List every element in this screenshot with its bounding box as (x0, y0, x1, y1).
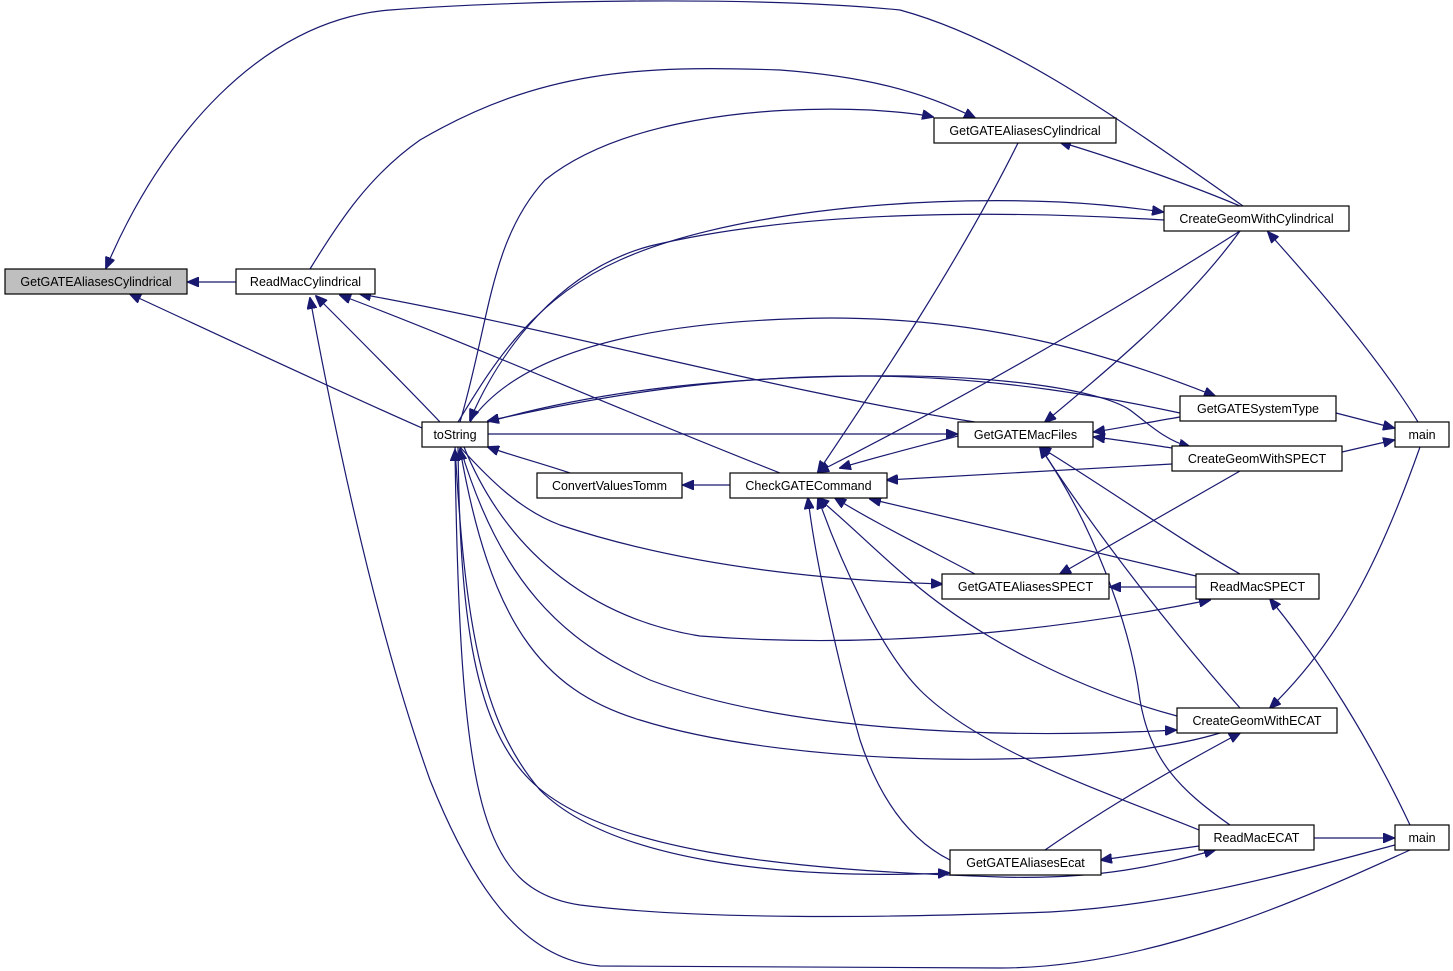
node-label: CreateGeomWithCylindrical (1179, 212, 1333, 226)
edge-n14-n6 (1040, 447, 1231, 826)
edge-n12-n6 (1040, 447, 1241, 575)
edge-n13-n9 (818, 498, 1178, 717)
node-n9[interactable]: CheckGATECommand (729, 472, 888, 499)
node-box (1394, 421, 1450, 448)
edge-n2-n7 (487, 375, 1190, 447)
node-box (1394, 824, 1450, 851)
edge-n15-n2 (455, 450, 1396, 918)
node-n0[interactable]: GetGATEAliasesCylindrical (4, 268, 188, 295)
node-label: GetGATEAliasesSPECT (958, 580, 1094, 594)
node-n1[interactable]: ReadMacCylindrical (235, 268, 376, 295)
node-box (1171, 445, 1343, 472)
node-n12[interactable]: ReadMacSPECT (1195, 573, 1320, 600)
node-n15[interactable]: main (1394, 824, 1450, 851)
edge-n2-n0 (130, 294, 423, 429)
edge-n14-n16 (1101, 845, 1200, 860)
edge-n2-n1 (316, 296, 441, 423)
edge-n2-n16 (454, 446, 949, 874)
node-label: GetGATEAliasesCylindrical (20, 275, 171, 289)
edge-n4-n0 (106, 0, 1244, 268)
edge-n2-n12 (463, 446, 1210, 642)
edge-n4-n6 (1045, 230, 1241, 422)
edge-n2-n4 (457, 200, 1163, 423)
edge-n12-n9 (870, 499, 1197, 577)
edge-n7-n10 (1341, 440, 1394, 453)
node-box (933, 117, 1117, 144)
node-box (957, 421, 1094, 448)
node-box (4, 268, 188, 295)
edge-n16-n13 (1044, 733, 1240, 851)
edge-n1-n3 (309, 68, 975, 270)
node-label: GetGATEAliasesEcat (966, 856, 1085, 870)
node-label: main (1408, 428, 1435, 442)
edge-n6-n9 (840, 435, 959, 468)
node-label: GetGATEAliasesCylindrical (949, 124, 1100, 138)
node-n10[interactable]: main (1394, 421, 1450, 448)
node-box (1163, 205, 1350, 232)
node-box (235, 268, 376, 295)
node-n8[interactable]: ConvertValuesTomm (536, 472, 683, 499)
node-n4[interactable]: CreateGeomWithCylindrical (1163, 205, 1350, 232)
node-box (1179, 395, 1337, 422)
node-box (949, 849, 1102, 876)
node-n11[interactable]: GetGATEAliasesSPECT (941, 573, 1110, 600)
node-box (941, 573, 1110, 600)
node-n5[interactable]: GetGATESystemType (1179, 395, 1337, 422)
edge-n9-n1 (340, 295, 781, 474)
edge-n15-n1 (310, 298, 1411, 969)
edge-n2-n5 (469, 317, 1215, 423)
node-n7[interactable]: CreateGeomWithSPECT (1171, 445, 1343, 472)
edge-n11-n9 (835, 498, 976, 575)
edge-n4-n9 (818, 230, 1241, 472)
node-box (1198, 824, 1315, 851)
edge-n5-n6 (1094, 416, 1181, 432)
node-label: ConvertValuesTomm (552, 479, 667, 493)
node-box (536, 472, 683, 499)
node-n13[interactable]: CreateGeomWithECAT (1176, 707, 1338, 734)
node-box (1176, 707, 1338, 734)
edge-n4-n2 (470, 213, 1165, 420)
edge-n13-n2 (460, 449, 1221, 760)
node-label: ReadMacSPECT (1210, 580, 1306, 594)
node-box (729, 472, 888, 499)
node-label: ReadMacECAT (1214, 831, 1300, 845)
node-label: CreateGeomWithECAT (1193, 714, 1322, 728)
node-n14[interactable]: ReadMacECAT (1198, 824, 1315, 851)
node-label: ReadMacCylindrical (250, 275, 361, 289)
node-label: CreateGeomWithSPECT (1188, 452, 1327, 466)
edge-n2-n3 (459, 108, 933, 423)
edge-n2-n13 (459, 446, 1176, 733)
node-label: toString (433, 428, 476, 442)
node-box (421, 421, 489, 448)
edge-n10-n13 (1270, 446, 1421, 708)
edge-n7-n6 (1094, 437, 1173, 449)
edge-n16-n9 (808, 498, 951, 861)
node-label: GetGATESystemType (1197, 402, 1319, 416)
edge-n10-n4 (1268, 232, 1419, 423)
node-n6[interactable]: GetGATEMacFiles (957, 421, 1094, 448)
edge-n14-n9 (818, 498, 1200, 831)
edge-n15-n12 (1270, 599, 1411, 826)
edge-n2-n11 (459, 446, 942, 584)
edge-n8-n2 (488, 447, 571, 474)
edge-n6-n1 (360, 294, 976, 423)
edge-n4-n3 (1060, 142, 1241, 207)
edge-n7-n9 (887, 463, 1173, 480)
node-label: GetGATEMacFiles (974, 428, 1077, 442)
node-n16[interactable]: GetGATEAliasesEcat (949, 849, 1102, 876)
edge-n7-n11 (1060, 470, 1241, 574)
edge-n5-n10 (1335, 412, 1394, 428)
node-n2[interactable]: toString (421, 421, 489, 448)
node-label: CheckGATECommand (745, 479, 871, 493)
node-box (1195, 573, 1320, 600)
node-n3[interactable]: GetGATEAliasesCylindrical (933, 117, 1117, 144)
node-label: main (1408, 831, 1435, 845)
edge-layer (106, 0, 1421, 969)
